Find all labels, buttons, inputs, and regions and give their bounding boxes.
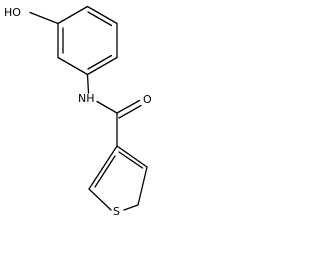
aromatic-inner-bond [94, 155, 116, 188]
ring-bond [123, 204, 139, 211]
carbonyl-bond-outer [116, 99, 141, 114]
thiophene-sulfur-label: S [113, 205, 120, 218]
ring-bond [86, 56, 118, 76]
ring-bond [116, 145, 148, 168]
aromatic-inner-bond [87, 54, 113, 70]
aryl-nitrogen-bond [86, 73, 90, 94]
hydroxyl-bond [29, 11, 59, 25]
ring-bond [88, 145, 118, 190]
ring-bond [88, 188, 112, 211]
ring-bond [137, 166, 148, 206]
chemical-structure: HO NH O S [4, 5, 152, 218]
benzene-ring [57, 5, 118, 76]
hydroxyl-label: HO [4, 6, 21, 19]
amide-nitrogen-label: NH [78, 92, 95, 105]
ring-bond [57, 56, 89, 76]
thiophene-ring [88, 145, 148, 211]
carbonyl-bond-inner [118, 104, 142, 119]
ring-bond [86, 5, 118, 25]
carbonyl-double-bond [116, 99, 142, 119]
carbonyl-oxygen-label: O [143, 93, 152, 106]
nitrogen-carbonyl-bond [96, 100, 118, 114]
aromatic-inner-bond [87, 11, 113, 27]
aromatic-inner-bond [118, 151, 144, 169]
ring-bond [57, 5, 89, 25]
